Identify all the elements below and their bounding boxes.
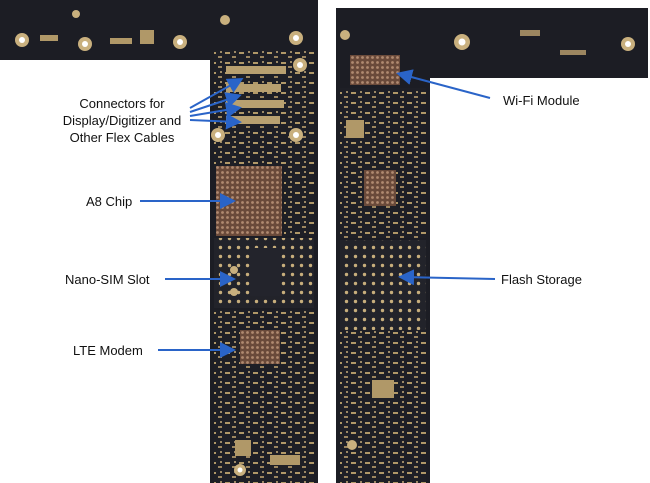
connectors-label-line-1: Connectors for [79, 96, 165, 111]
connectors-label-line-2: Display/Digitizer and [62, 113, 182, 128]
callout-arrows [140, 69, 496, 358]
lte-modem-label: LTE Modem [73, 343, 143, 358]
left-board [0, 0, 318, 483]
flash-storage-label: Flash Storage [501, 272, 582, 287]
a8-chip-label: A8 Chip [86, 194, 133, 209]
connectors-label-line-3: Other Flex Cables [69, 130, 175, 145]
right-board [336, 8, 648, 483]
connectors-label: Connectors for Display/Digitizer and Oth… [52, 95, 192, 146]
wifi-module-label: Wi-Fi Module [503, 93, 580, 108]
nano-sim-label: Nano-SIM Slot [65, 272, 150, 287]
